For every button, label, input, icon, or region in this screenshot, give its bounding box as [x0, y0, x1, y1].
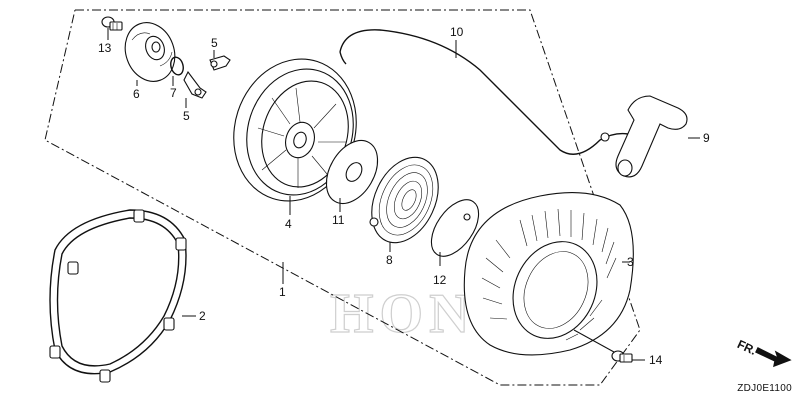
part-5-pawl-upper: [209, 50, 231, 71]
arrow-right-icon: [755, 347, 792, 368]
direction-label: FR.: [735, 337, 758, 358]
part-11-washer: [325, 140, 379, 212]
callout-7: 7: [170, 86, 177, 100]
callout-13: 13: [98, 41, 112, 55]
callout-1: 1: [279, 285, 286, 299]
part-13-bolt: [101, 16, 123, 40]
callout-11: 11: [332, 213, 345, 227]
callout-8: 8: [386, 253, 393, 267]
part-10-rope: [339, 29, 629, 155]
callout-12: 12: [433, 273, 447, 287]
callout-4: 4: [285, 217, 292, 231]
callout-6: 6: [133, 87, 140, 101]
callout-10: 10: [450, 25, 464, 39]
part-14-bolt: [573, 329, 645, 363]
callout-labels: 13 6 7 5 5 10 9 4 11 8 12 3 1 2 14: [98, 25, 710, 367]
drawing-code: ZDJ0E1100: [737, 383, 792, 394]
part-12-plate: [430, 199, 480, 266]
part-5-pawl-lower: [183, 70, 207, 108]
part-4-reel: [233, 58, 357, 215]
part-8-spiral-spring: [369, 156, 439, 252]
callout-3: 3: [627, 255, 634, 269]
callout-14: 14: [649, 353, 663, 367]
assembly-boundary: [44, 9, 641, 386]
front-direction-indicator: FR.: [735, 337, 792, 368]
callout-9: 9: [703, 131, 710, 145]
part-6-ratchet: [124, 22, 176, 86]
part-9-grip: [615, 95, 700, 178]
callout-5-lower: 5: [183, 109, 190, 123]
part-2-ring: [49, 209, 196, 383]
part-7-spring: [170, 56, 184, 86]
callout-5-upper: 5: [211, 36, 218, 50]
callout-2: 2: [199, 309, 206, 323]
part-3-case: [463, 192, 634, 356]
